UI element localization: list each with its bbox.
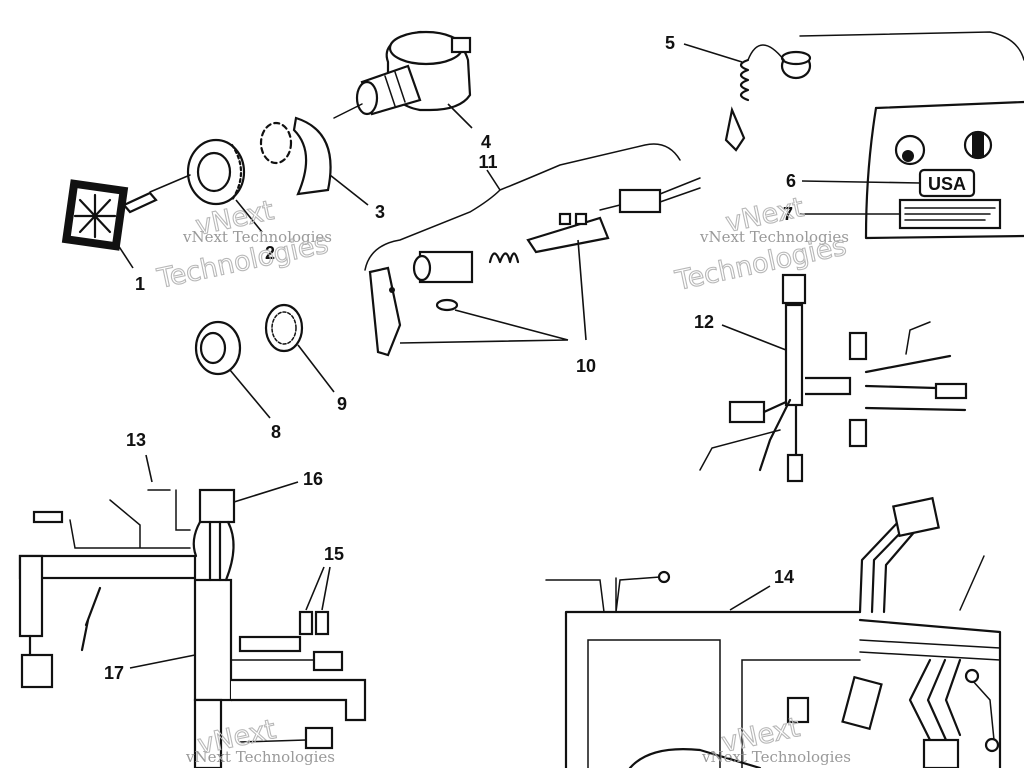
group-bracket-11 [364, 143, 681, 271]
callout-2: 2 [265, 243, 275, 263]
star-washer [264, 303, 304, 353]
lock-nut [194, 320, 242, 376]
leader-13 [145, 454, 153, 483]
leader-12 [721, 324, 787, 351]
callout-13: 13 [126, 430, 146, 450]
watermark-bottom-right: vNext Technologies vNext [701, 712, 851, 766]
watermark-left: vNext Technologies Technologies vNext [153, 195, 332, 296]
callout-15: 15 [324, 544, 344, 564]
usa-label: USA [928, 174, 966, 194]
leader-14 [729, 585, 771, 611]
callout-3: 3 [375, 202, 385, 222]
callout-8: 8 [271, 422, 281, 442]
choke-lever-assembly [368, 177, 701, 357]
wiring-harness-12 [699, 273, 968, 483]
callout-6: 6 [786, 171, 796, 191]
leader-15 [305, 566, 331, 611]
callout-5: 5 [665, 33, 675, 53]
wiring-harness-14 [545, 496, 1002, 770]
callout-11: 11 [478, 152, 497, 172]
callout-14: 14 [774, 567, 794, 587]
watermark-text: vNext Technologies [182, 228, 332, 246]
callout-9: 9 [337, 394, 347, 414]
callout-12: 12 [694, 312, 714, 332]
safety-lanyard [724, 44, 812, 152]
callout-16: 16 [303, 469, 323, 489]
watermark-text: vNext Technologies [185, 748, 335, 766]
wiring-harness-17 [18, 488, 367, 770]
leader-2 [235, 199, 263, 233]
leader-10 [399, 239, 587, 344]
leader-3 [329, 174, 369, 206]
watermark-text: vNext Technologies [699, 228, 849, 246]
callout-10: 10 [576, 356, 596, 376]
leader-6 [801, 180, 921, 184]
callout-4: 4 [481, 132, 491, 152]
leader-8 [229, 369, 271, 419]
callout-17: 17 [104, 663, 124, 683]
leader-17 [129, 654, 196, 669]
switch-bezel [149, 138, 246, 206]
dash-panel: USA [799, 31, 1024, 240]
callout-7: 7 [783, 204, 793, 224]
leader-9 [297, 344, 335, 393]
callout-1: 1 [135, 274, 145, 294]
leader-5 [683, 43, 743, 63]
watermark-bottom-left: vNext Technologies vNext [185, 714, 335, 766]
leader-4 [447, 103, 473, 129]
retainer-clip [259, 116, 332, 196]
ignition-switch [333, 30, 472, 119]
leader-1 [117, 244, 134, 269]
watermark-text: vNext Technologies [701, 748, 851, 766]
leader-11 [486, 169, 501, 191]
ignition-key [61, 179, 158, 251]
leader-16 [233, 481, 299, 503]
watermark-right: vNext Technologies Technologies vNext [671, 192, 849, 298]
